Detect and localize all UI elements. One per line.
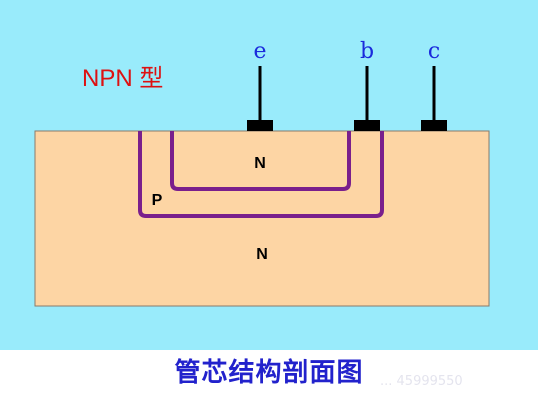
watermark-text: ... 45999550 [380, 374, 463, 389]
collector-contact [421, 120, 447, 131]
base-contact [354, 120, 380, 131]
base-well-outline [138, 131, 384, 218]
base-region-label: P [152, 192, 163, 209]
emitter-terminal-label: e [253, 39, 266, 64]
substrate-block [34, 130, 490, 307]
collector-region-label: N [256, 246, 268, 263]
base-terminal-label: b [360, 39, 374, 64]
collector-terminal-label: c [428, 39, 440, 64]
emitter-region-label: N [254, 155, 266, 172]
emitter-well-outline [170, 131, 351, 191]
emitter-contact [247, 120, 273, 131]
npn-type-label: NPN 型 [82, 65, 163, 92]
diagram-caption: 管芯结构剖面图 [174, 358, 364, 388]
